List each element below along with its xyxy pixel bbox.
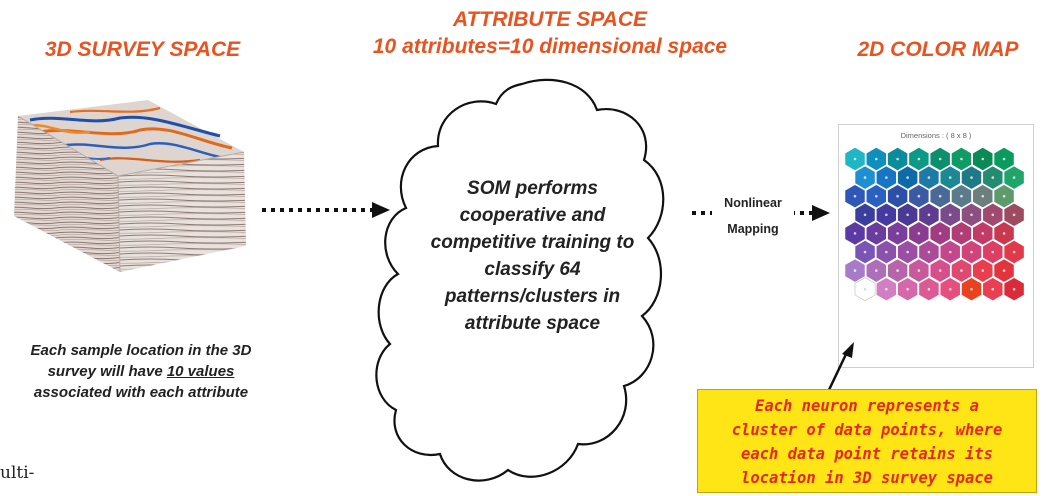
som-neuron-marker	[991, 213, 995, 217]
color-map-title: 2D COLOR MAP	[857, 38, 1019, 61]
som-neuron-marker	[960, 194, 963, 198]
som-neuron-marker	[863, 176, 867, 179]
som-neuron-marker	[991, 176, 995, 179]
som-neuron-marker	[853, 194, 857, 198]
som-neuron-marker	[981, 157, 985, 161]
neuron-callout-line1: Each neuron represents a	[755, 397, 979, 415]
som-neuron-marker	[906, 250, 909, 254]
som-neuron-marker	[970, 287, 973, 291]
survey-note: Each sample location in the 3D survey wi…	[6, 340, 276, 403]
som-neuron-marker	[938, 157, 942, 161]
som-neuron-marker	[874, 269, 878, 272]
som-neuron-marker	[970, 250, 973, 254]
som-neuron-marker	[960, 232, 963, 235]
som-neuron-marker	[948, 287, 952, 291]
som-neuron-marker	[917, 269, 921, 272]
nonlinear-mapping-label: Nonlinear Mapping	[712, 190, 794, 242]
som-neuron-marker	[927, 287, 931, 291]
som-neuron-marker	[853, 157, 857, 161]
neuron-callout-line2: cluster of data points, where	[731, 421, 1003, 439]
som-neuron-marker	[853, 232, 857, 235]
som-neuron-marker	[960, 157, 963, 161]
survey-note-underlined-values: 10 values	[166, 363, 235, 380]
som-neuron-marker	[863, 213, 867, 217]
som-neuron-marker	[1002, 157, 1006, 161]
som-neuron-marker	[970, 213, 973, 217]
cube-side-face	[118, 152, 246, 272]
som-neuron-marker	[991, 250, 995, 254]
som-neuron-marker	[1002, 269, 1006, 272]
attribute-space-title: ATTRIBUTE SPACE 10 attributes=10 dimensi…	[340, 6, 760, 60]
som-neuron-marker	[960, 269, 963, 272]
som-map-caption: Dimensions : ( 8 x 8 )	[900, 131, 972, 140]
som-neuron-marker	[1012, 287, 1016, 291]
nonlinear-mapping-line2: Mapping	[712, 216, 794, 242]
som-neuron-marker	[863, 287, 867, 291]
attribute-space-cloud	[375, 78, 665, 482]
som-neuron-marker	[874, 157, 878, 161]
som-neuron-marker	[896, 194, 899, 198]
seismic-cube-image	[14, 100, 246, 273]
som-neuron-marker	[938, 269, 942, 272]
som-color-map: Dimensions : ( 8 x 8 )	[838, 124, 1034, 368]
som-neuron-marker	[906, 287, 909, 291]
som-neuron-marker	[948, 213, 952, 217]
som-neuron-marker	[1002, 232, 1006, 235]
survey-note-line2: survey will have 10 values	[6, 361, 276, 382]
som-neuron-marker	[906, 213, 909, 217]
survey-note-line3: associated with each attribute	[33, 384, 249, 401]
som-neuron-marker	[896, 269, 899, 272]
som-neuron-marker	[938, 232, 942, 235]
som-neuron-marker	[970, 176, 973, 179]
survey-note-line1: Each sample location in the 3D	[30, 342, 252, 359]
som-neuron-marker	[1012, 213, 1016, 217]
cloud-description: SOM performs cooperative and competitive…	[430, 178, 635, 334]
som-neuron-marker	[885, 287, 888, 291]
som-neuron-marker	[981, 232, 985, 235]
som-neuron-marker	[927, 213, 931, 217]
som-neuron-marker	[927, 250, 931, 254]
som-neuron-marker	[1002, 194, 1006, 198]
survey-space-title: 3D SURVEY SPACE	[44, 38, 241, 61]
neuron-callout-line4: location in 3D survey space	[741, 469, 993, 487]
som-neuron-marker	[853, 269, 857, 272]
nonlinear-mapping-line1: Nonlinear	[712, 190, 794, 216]
neuron-callout-box: Each neuron represents a cluster of data…	[697, 389, 1037, 493]
attribute-space-title-line2: 10 attributes=10 dimensional space	[372, 35, 728, 58]
som-neuron-marker	[938, 194, 942, 198]
som-neuron-marker	[991, 287, 995, 291]
som-neuron-marker	[981, 194, 985, 198]
som-hex-grid	[844, 147, 1025, 302]
attribute-space-title-line1: ATTRIBUTE SPACE	[452, 8, 648, 31]
som-neuron-marker	[948, 176, 952, 179]
dotted-arrow-left	[262, 202, 390, 218]
som-neuron-marker	[874, 232, 878, 235]
som-neuron-marker	[917, 232, 921, 235]
som-neuron-marker	[885, 213, 888, 217]
som-neuron-marker	[917, 157, 921, 161]
som-neuron-marker	[885, 250, 888, 254]
som-neuron-marker	[906, 176, 909, 179]
neuron-callout-line3: each data point retains its	[741, 445, 993, 463]
cube-front-face	[14, 116, 120, 272]
som-neuron-marker	[1012, 176, 1016, 179]
clipped-text-fragment: ulti-	[0, 463, 35, 483]
som-neuron-marker	[981, 269, 985, 272]
survey-note-line2-pre: survey will have	[47, 363, 167, 380]
som-neuron-marker	[917, 194, 921, 198]
som-neuron-marker	[874, 194, 878, 198]
som-neuron-marker	[927, 176, 931, 179]
pointer-arrow	[826, 342, 854, 393]
som-neuron-marker	[863, 250, 867, 254]
som-neuron-marker	[885, 176, 888, 179]
som-neuron-marker	[896, 232, 899, 235]
som-neuron-marker	[1012, 250, 1016, 254]
som-neuron-marker	[896, 157, 899, 161]
som-neuron-marker	[948, 250, 952, 254]
